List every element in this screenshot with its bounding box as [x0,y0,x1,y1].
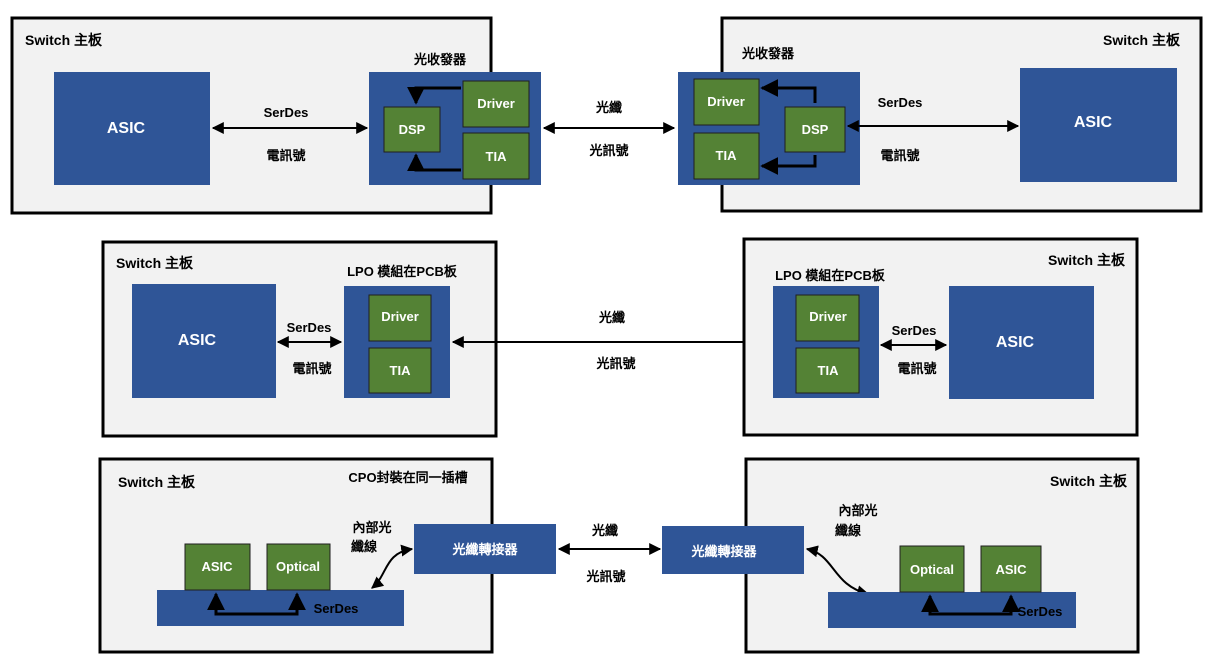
row3-left-switch-board: Switch 主板 CPO封裝在同一插槽 SerDes ASIC Optical… [98,457,556,654]
row1-fiber-label: 光纖 [595,100,622,115]
row3-right-optical-label: Optical [910,562,954,577]
row3-right-optical-asic-link [921,594,1020,616]
row2-right-asic-label: ASIC [996,334,1035,351]
row3-left-internal-fiber-2: 纖線 [350,539,378,554]
row1-left-dsp-label: DSP [399,122,426,137]
row3-left-asic-optical-link [207,592,306,616]
row2-right-asic [949,286,1094,399]
row3-left-board-label: Switch 主板 [118,474,196,490]
row2-left-asic-label: ASIC [178,332,217,349]
row3-right-asic-label: ASIC [995,562,1027,577]
row3-left-connector-label: 光纖轉接器 [451,542,518,557]
row1-left-asic [54,72,210,185]
row2-left-asic [132,284,276,398]
row1-left-tia-label: TIA [486,149,508,164]
row2-right-tia [795,347,860,394]
row2-left-module-title: LPO 模組在PCB板 [347,264,458,279]
row1-right-driver-dsp-link [760,79,817,103]
row3-right-board-label: Switch 主板 [1050,473,1128,489]
row1-right-tia-label: TIA [716,148,738,163]
row1-left-module-title: 光收發器 [413,52,467,67]
row3-right-switch-board: 光纖轉接器 Switch 主板 內部光 纖線 SerDes Optical AS… [662,457,1140,654]
row1-right-serdes-label: SerDes [878,95,923,110]
row3-right-asic [980,545,1042,593]
row1-right-driver-label: Driver [707,94,745,109]
row1-left-elec-label: 電訊號 [266,148,305,163]
row1-left-driver-label: Driver [477,96,515,111]
row1-optical-signal-label: 光訊號 [588,143,628,158]
row2-left-board-label: Switch 主板 [116,255,194,271]
row2-right-driver-label: Driver [809,309,847,324]
row2-fiber-label: 光纖 [598,310,625,325]
row1-left-dsp [383,106,441,153]
row3-right-optical [899,545,965,593]
row1-right-driver [693,78,760,126]
row1-right-elec-label: 電訊號 [880,148,919,163]
row3-right-internal-fiber-arrow [805,545,870,598]
row1-left-asic-label: ASIC [107,120,146,137]
row2-left-tia [368,347,432,394]
row1-left-driver [462,80,530,128]
row1-left-board-label: Switch 主板 [25,32,103,48]
row1-right-switch-board: Switch 主板 光收發器 Driver TIA DSP SerDes 電訊號… [678,16,1203,213]
row1-left-serdes-label: SerDes [264,105,309,120]
row3-left-serdes-substrate [157,590,404,626]
row3-fiber-label: 光纖 [591,523,618,538]
row2-left-serdes-label: SerDes [287,320,332,335]
row1-left-dsp-driver-link [407,86,461,105]
row3-right-connector [662,526,804,574]
row1-right-dsp-tia-link [760,155,817,175]
row3-left-internal-fiber-arrow [371,544,414,589]
row3-right-internal-fiber-1: 內部光 [838,503,877,518]
row2-left-driver [368,294,432,342]
row3-left-optical-label: Optical [276,559,320,574]
row3-left-asic-label: ASIC [201,559,233,574]
row3-left-optical [266,543,331,591]
row2-left-tia-label: TIA [390,363,412,378]
row2-left-switch-board: Switch 主板 LPO 模組在PCB板 ASIC SerDes 電訊號 Dr… [101,240,498,438]
row3-right-serdes-label: SerDes [1018,604,1063,619]
row2-right-serdes-label: SerDes [892,323,937,338]
row1-left-tia-dsp-link [407,153,461,172]
row3-left-internal-fiber-1: 內部光 [352,520,391,535]
row1-left-tia [462,132,530,180]
row3-left-connector [414,524,556,574]
row1-right-board-label: Switch 主板 [1103,32,1181,48]
row2-right-tia-label: TIA [818,363,840,378]
row1-right-dsp-label: DSP [802,122,829,137]
row1-right-module-title: 光收發器 [741,46,795,61]
row2-right-board-label: Switch 主板 [1048,252,1126,268]
row3-left-cpo-title: CPO封裝在同一插槽 [348,470,467,485]
row2-right-switch-board: Switch 主板 LPO 模組在PCB板 Driver TIA SerDes … [742,237,1139,437]
row3-left-asic [184,543,251,591]
row2-optical-signal-label: 光訊號 [595,356,635,371]
row1-left-switch-board: Switch 主板 ASIC SerDes 電訊號 光收發器 DSP Drive… [10,16,541,215]
row3-left-serdes-label: SerDes [314,601,359,616]
row2-left-elec-label: 電訊號 [292,361,331,376]
row3-right-connector-label: 光纖轉接器 [690,544,757,559]
row2-right-driver [795,294,860,342]
row3-right-internal-fiber-2: 纖線 [834,523,862,538]
row2-right-elec-label: 電訊號 [897,361,936,376]
row1-right-dsp [784,106,846,153]
row1-right-asic [1020,68,1177,182]
row3-optical-signal-label: 光訊號 [585,569,625,584]
row1-right-tia [693,132,760,180]
row2-right-module-title: LPO 模組在PCB板 [775,268,886,283]
row2-left-driver-label: Driver [381,309,419,324]
row1-right-asic-label: ASIC [1074,114,1113,131]
